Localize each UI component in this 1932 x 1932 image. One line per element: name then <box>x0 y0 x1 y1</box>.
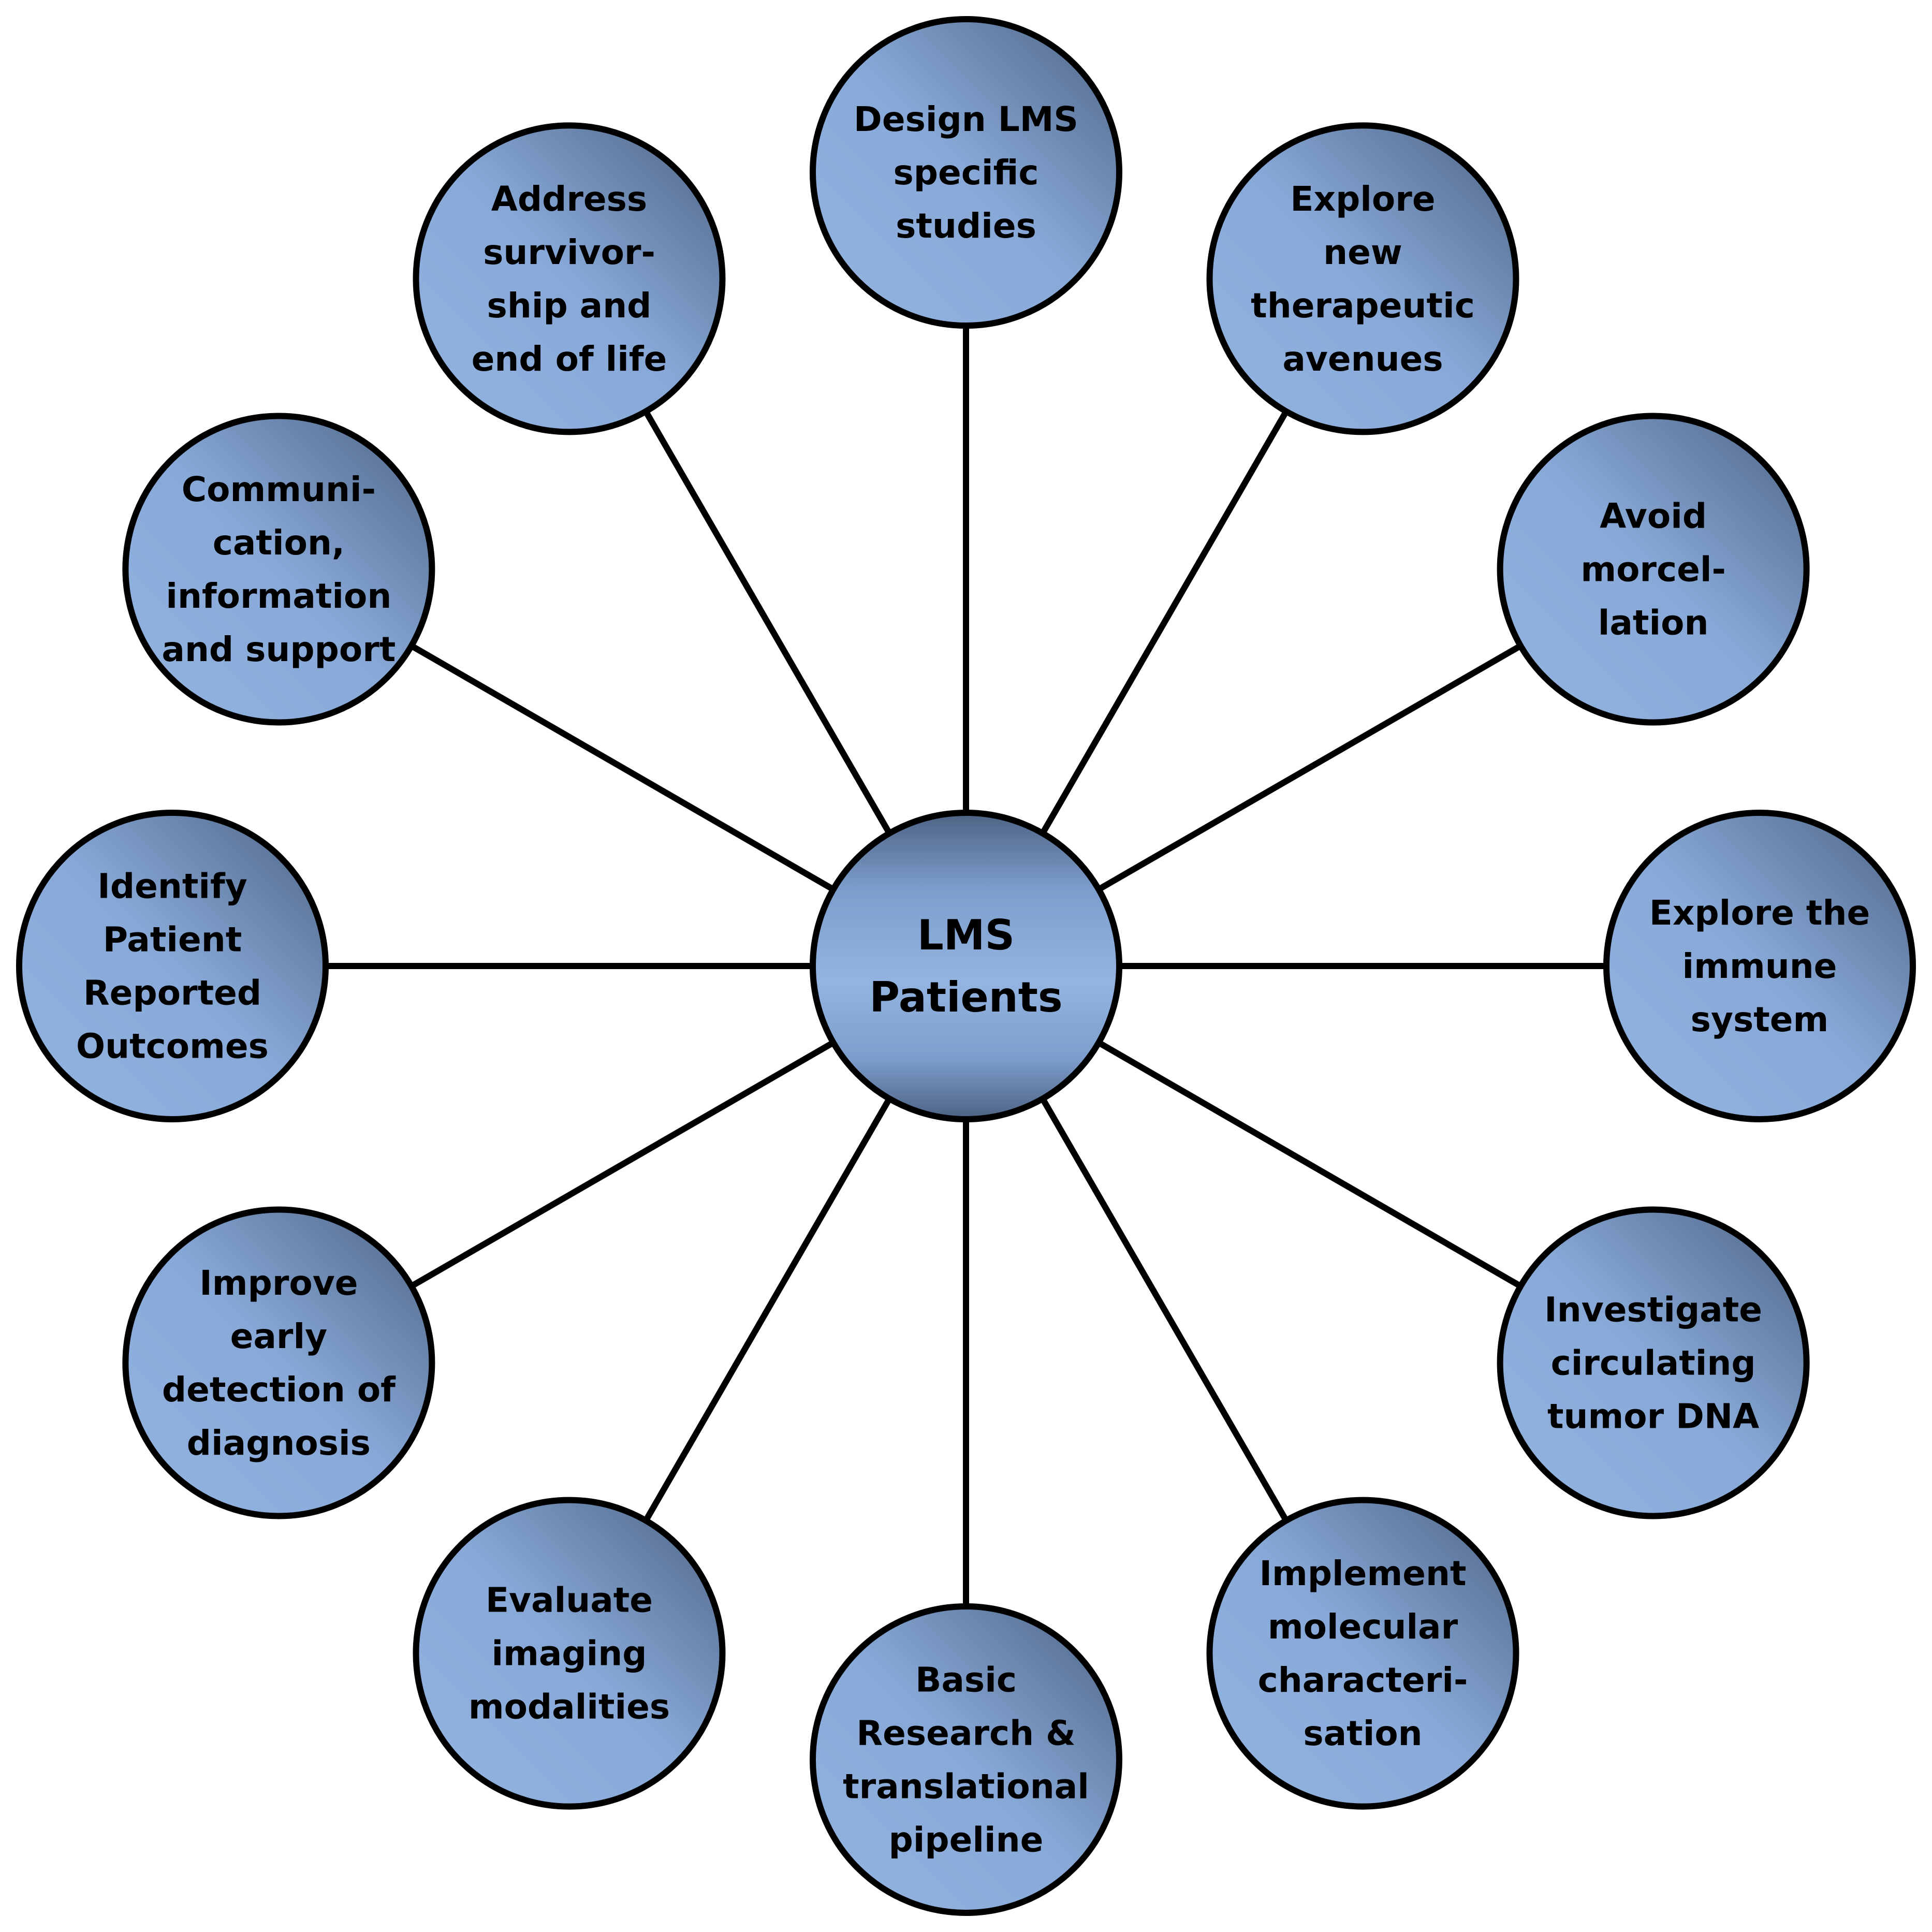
node-improve-early-detection-of-diagnosis: Improve early detection of diagnosis <box>122 1206 435 1519</box>
node-improve-early-detection-of-diagnosis-label-line: early <box>230 1316 328 1356</box>
node-investigate-circulating-tumor-dna-label-line: Investigate <box>1544 1290 1762 1330</box>
node-explore-new-therapeutic-avenues-label-line: therapeutic <box>1251 286 1475 326</box>
node-evaluate-imaging-modalities-label: Evaluate imaging modalities <box>469 1580 670 1727</box>
node-communication-information-and-support-label: Communi-cation, information and support <box>162 470 396 669</box>
node-implement-molecular-characterisation: Implement molecular characteri-sation <box>1206 1497 1519 1810</box>
node-identify-patient-reported-outcomes-circle <box>16 810 329 1122</box>
node-avoid-morcellation-label-line: Avoid <box>1600 496 1707 536</box>
node-avoid-morcellation-circle <box>1497 413 1810 726</box>
node-identify-patient-reported-outcomes-label-line: Reported <box>83 973 261 1013</box>
node-communication-information-and-support-label-line: and support <box>162 630 396 669</box>
node-address-survivorship-and-end-of-life-label-line: end of life <box>472 339 667 379</box>
node-explore-the-immune-system-circle <box>1603 810 1916 1122</box>
node-implement-molecular-characterisation-label: Implement molecular characteri-sation <box>1258 1554 1468 1753</box>
node-communication-information-and-support-circle <box>122 413 435 726</box>
center-node-circle <box>810 810 1122 1122</box>
outer-nodes: Design LMS specific studies Explore new thera… <box>16 16 1916 1916</box>
connector-line-communication-information-and-support <box>409 643 835 892</box>
node-design-lms-specific-studies-label: Design LMS specific studies <box>854 99 1078 246</box>
node-implement-molecular-characterisation-label-line: Implement <box>1259 1554 1466 1593</box>
node-implement-molecular-characterisation-label-line: sation <box>1303 1714 1422 1753</box>
node-explore-new-therapeutic-avenues-label: Explore new therapeutic avenues <box>1251 179 1475 379</box>
node-improve-early-detection-of-diagnosis-label-line: detection of <box>162 1370 396 1410</box>
node-design-lms-specific-studies-label-line: Design LMS <box>854 99 1078 139</box>
connector-line-address-survivorship-and-end-of-life <box>643 409 892 835</box>
node-investigate-circulating-tumor-dna-label-line: tumor DNA <box>1547 1397 1759 1437</box>
node-communication-information-and-support-label-line: Communi- <box>182 470 376 509</box>
node-explore-new-therapeutic-avenues-label-line: Explore <box>1290 179 1435 219</box>
node-address-survivorship-and-end-of-life: Address survivor-ship and end of life <box>413 122 726 435</box>
connector-lines <box>326 326 1606 1606</box>
node-explore-new-therapeutic-avenues-label-line: new <box>1323 232 1402 272</box>
node-investigate-circulating-tumor-dna-label: Investigate circulating tumor DNA <box>1544 1290 1762 1437</box>
node-identify-patient-reported-outcomes-label-line: Patient <box>103 920 242 960</box>
node-improve-early-detection-of-diagnosis-label-line: diagnosis <box>187 1423 371 1463</box>
node-basic-research-translational-pipeline-label-line: translational <box>843 1767 1089 1807</box>
center-node-label-line: Patients <box>869 973 1062 1021</box>
node-avoid-morcellation-label: Avoid morcel-lation <box>1580 496 1726 643</box>
node-improve-early-detection-of-diagnosis-label-line: Improve <box>199 1263 358 1303</box>
node-explore-the-immune-system-label-line: immune <box>1682 946 1837 986</box>
node-address-survivorship-and-end-of-life-label-line: survivor- <box>483 232 655 272</box>
node-design-lms-specific-studies-label-line: specific <box>893 153 1038 193</box>
node-address-survivorship-and-end-of-life-label: Address survivor-ship and end of life <box>472 179 667 379</box>
node-evaluate-imaging-modalities-label-line: modalities <box>469 1687 670 1727</box>
connector-line-implement-molecular-characterisation <box>1040 1097 1289 1523</box>
node-avoid-morcellation-label-line: morcel- <box>1580 550 1726 590</box>
connector-line-explore-new-therapeutic-avenues <box>1040 409 1289 835</box>
node-explore-the-immune-system-label-line: system <box>1691 1000 1829 1040</box>
node-identify-patient-reported-outcomes-label-line: Identify <box>97 867 247 906</box>
node-explore-new-therapeutic-avenues: Explore new therapeutic avenues <box>1206 122 1519 435</box>
node-communication-information-and-support: Communi-cation, information and support <box>122 413 435 726</box>
node-design-lms-specific-studies-circle <box>810 16 1122 329</box>
node-communication-information-and-support-label-line: cation, <box>213 523 345 563</box>
node-address-survivorship-and-end-of-life-label-line: ship and <box>487 286 652 326</box>
node-basic-research-translational-pipeline-label-line: Research & <box>856 1714 1075 1753</box>
connector-line-evaluate-imaging-modalities <box>643 1097 892 1523</box>
node-evaluate-imaging-modalities-label-line: Evaluate <box>486 1580 653 1620</box>
node-implement-molecular-characterisation-circle <box>1206 1497 1519 1810</box>
node-basic-research-translational-pipeline-label-line: pipeline <box>889 1820 1044 1860</box>
node-improve-early-detection-of-diagnosis-label: Improve early detection of diagnosis <box>162 1263 396 1463</box>
node-address-survivorship-and-end-of-life-label-line: Address <box>491 179 647 219</box>
node-investigate-circulating-tumor-dna-circle <box>1497 1206 1810 1519</box>
node-basic-research-translational-pipeline-circle <box>810 1603 1122 1916</box>
node-identify-patient-reported-outcomes-label-line: Outcomes <box>76 1027 269 1066</box>
center-node-label-line: LMS <box>917 911 1015 959</box>
node-design-lms-specific-studies-label-line: studies <box>896 206 1036 246</box>
node-communication-information-and-support-label-line: information <box>166 576 391 616</box>
node-explore-the-immune-system-label-line: Explore the <box>1649 893 1870 933</box>
node-basic-research-translational-pipeline-label-line: Basic <box>915 1660 1017 1700</box>
node-avoid-morcellation-label-line: lation <box>1598 603 1709 643</box>
node-evaluate-imaging-modalities-circle <box>413 1497 726 1810</box>
node-explore-the-immune-system-label: Explore the immune system <box>1649 893 1870 1040</box>
node-explore-new-therapeutic-avenues-label-line: avenues <box>1282 339 1443 379</box>
center-node: LMS Patients <box>810 810 1122 1122</box>
node-evaluate-imaging-modalities: Evaluate imaging modalities <box>413 1497 726 1810</box>
node-implement-molecular-characterisation-label-line: characteri- <box>1258 1660 1468 1700</box>
node-investigate-circulating-tumor-dna-label-line: circulating <box>1551 1343 1756 1383</box>
node-implement-molecular-characterisation-label-line: molecular <box>1268 1607 1458 1647</box>
node-explore-new-therapeutic-avenues-circle <box>1206 122 1519 435</box>
node-design-lms-specific-studies: Design LMS specific studies <box>810 16 1122 329</box>
node-investigate-circulating-tumor-dna: Investigate circulating tumor DNA <box>1497 1206 1810 1519</box>
node-explore-the-immune-system: Explore the immune system <box>1603 810 1916 1122</box>
connector-line-improve-early-detection-of-diagnosis <box>409 1040 835 1289</box>
connector-line-investigate-circulating-tumor-dna <box>1097 1040 1523 1289</box>
center-node-label: LMS Patients <box>869 911 1062 1021</box>
node-address-survivorship-and-end-of-life-circle <box>413 122 726 435</box>
node-avoid-morcellation: Avoid morcel-lation <box>1497 413 1810 726</box>
node-improve-early-detection-of-diagnosis-circle <box>122 1206 435 1519</box>
node-evaluate-imaging-modalities-label-line: imaging <box>491 1634 647 1674</box>
connector-line-avoid-morcellation <box>1097 643 1523 892</box>
